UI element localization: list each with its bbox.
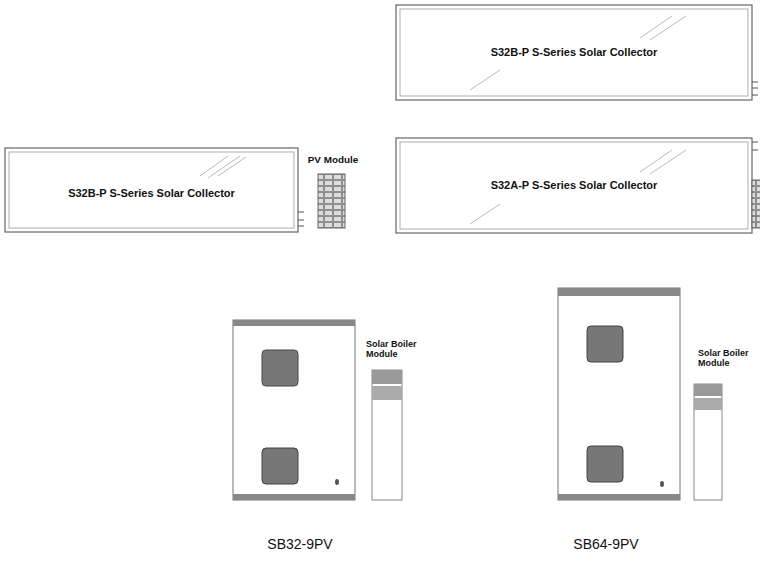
boiler-module-label: Solar Boiler Module [698, 340, 756, 376]
collector-frame [396, 138, 758, 233]
storage-tank [233, 320, 355, 500]
pv-panel [752, 180, 760, 228]
node-text: S32B-P S-Series Solar Collector [491, 46, 658, 59]
boiler-module [372, 370, 402, 500]
node-text: PV Module [308, 154, 358, 165]
boiler-module-label: Solar Boiler Module [366, 332, 436, 366]
storage-tank [558, 288, 680, 500]
node-text: S32A-P S-Series Solar Collector [491, 179, 658, 192]
collector-frame [396, 5, 758, 100]
collector-label-box: S32B-P S-Series Solar Collector [400, 9, 748, 96]
boiler-module [694, 384, 722, 500]
collector-label-box: S32B-P S-Series Solar Collector [9, 180, 294, 206]
collector-frame [5, 148, 304, 232]
collector-label-box: S32A-P S-Series Solar Collector [400, 142, 748, 229]
node-text: S32B-P S-Series Solar Collector [68, 187, 235, 200]
node-text: Solar Boiler Module [698, 348, 754, 369]
model-caption: SB64-9PV [573, 536, 638, 552]
node-text: Solar Boiler Module [366, 339, 434, 360]
model-caption: SB32-9PV [267, 536, 332, 552]
pv-panel [318, 174, 345, 228]
pv-module: PV Module [303, 150, 363, 170]
